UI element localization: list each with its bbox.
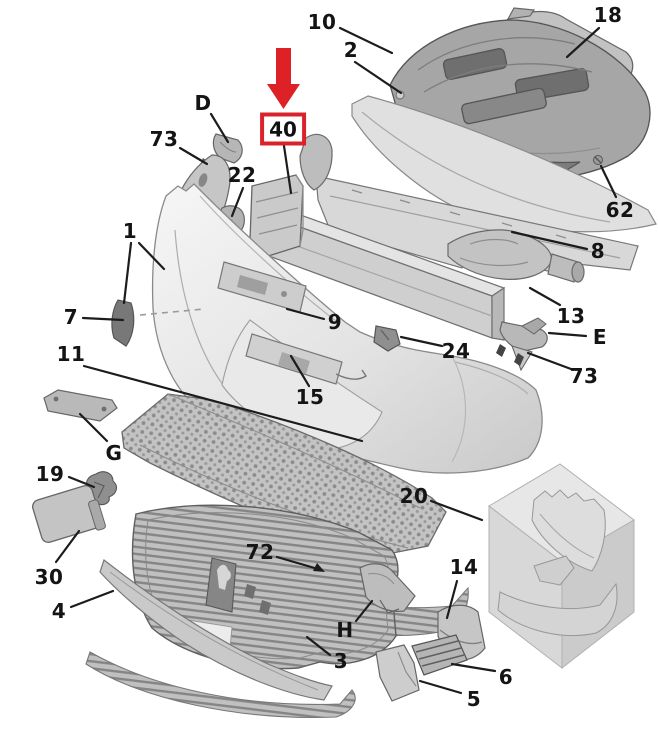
callout-14: 14 [449,555,479,579]
callout-E: E [592,325,608,349]
callout-40-highlighted: 40 [260,112,306,146]
callout-D: D [194,91,212,115]
fog-surround-part-5 [375,644,420,702]
callout-3: 3 [333,649,349,673]
headlamp-bracket-part-D [212,133,243,164]
callout-73-lower: 73 [569,364,599,388]
lower-grille-strip [85,651,356,718]
fog-lamp-grille-part-6 [411,634,468,676]
inset-box-part-20 [488,463,635,670]
bracket-part-E [499,317,548,372]
side-bracket-right-of-40 [299,133,333,191]
bracket-part-H [359,563,416,614]
license-plate-base-part-30 [32,484,106,544]
callout-24: 24 [441,339,471,363]
grille-trim-blade-part-2 [351,90,657,233]
callout-6: 6 [498,665,514,689]
clip-part-24 [373,325,401,352]
callout-19: 19 [35,462,65,486]
callout-13: 13 [556,304,586,328]
callout-1: 1 [122,219,138,243]
callout-G: G [105,441,123,465]
callout-9: 9 [327,310,343,334]
screw-part-62 [593,155,603,165]
callout-10: 10 [307,10,337,34]
leader-lines [54,26,618,695]
callout-H: H [336,618,354,642]
callout-11: 11 [56,342,86,366]
crash-box-bracket-part-40 [249,174,304,259]
callout-73-upper: 73 [149,127,179,151]
callout-2: 2 [343,38,359,62]
callout-62: 62 [605,198,635,222]
callout-4: 4 [51,599,67,623]
red-down-arrow [267,48,300,109]
tie-bracket-assembly-part-13 [447,229,585,283]
callout-72: 72 [245,540,275,564]
callout-22: 22 [227,163,257,187]
grille-surround-strip-part-4 [99,559,333,701]
callout-7: 7 [63,305,79,329]
towing-eye-cover-part-7 [111,299,205,347]
callout-20: 20 [399,484,429,508]
bracket-part-G [43,389,118,422]
callout-30: 30 [34,565,64,589]
callout-8: 8 [590,239,606,263]
grille-carrier-panel-part-11 [121,393,447,558]
callout-15: 15 [295,385,325,409]
callout-5: 5 [466,687,482,711]
pins-part-73-lower [496,344,524,366]
callout-18: 18 [593,3,623,27]
